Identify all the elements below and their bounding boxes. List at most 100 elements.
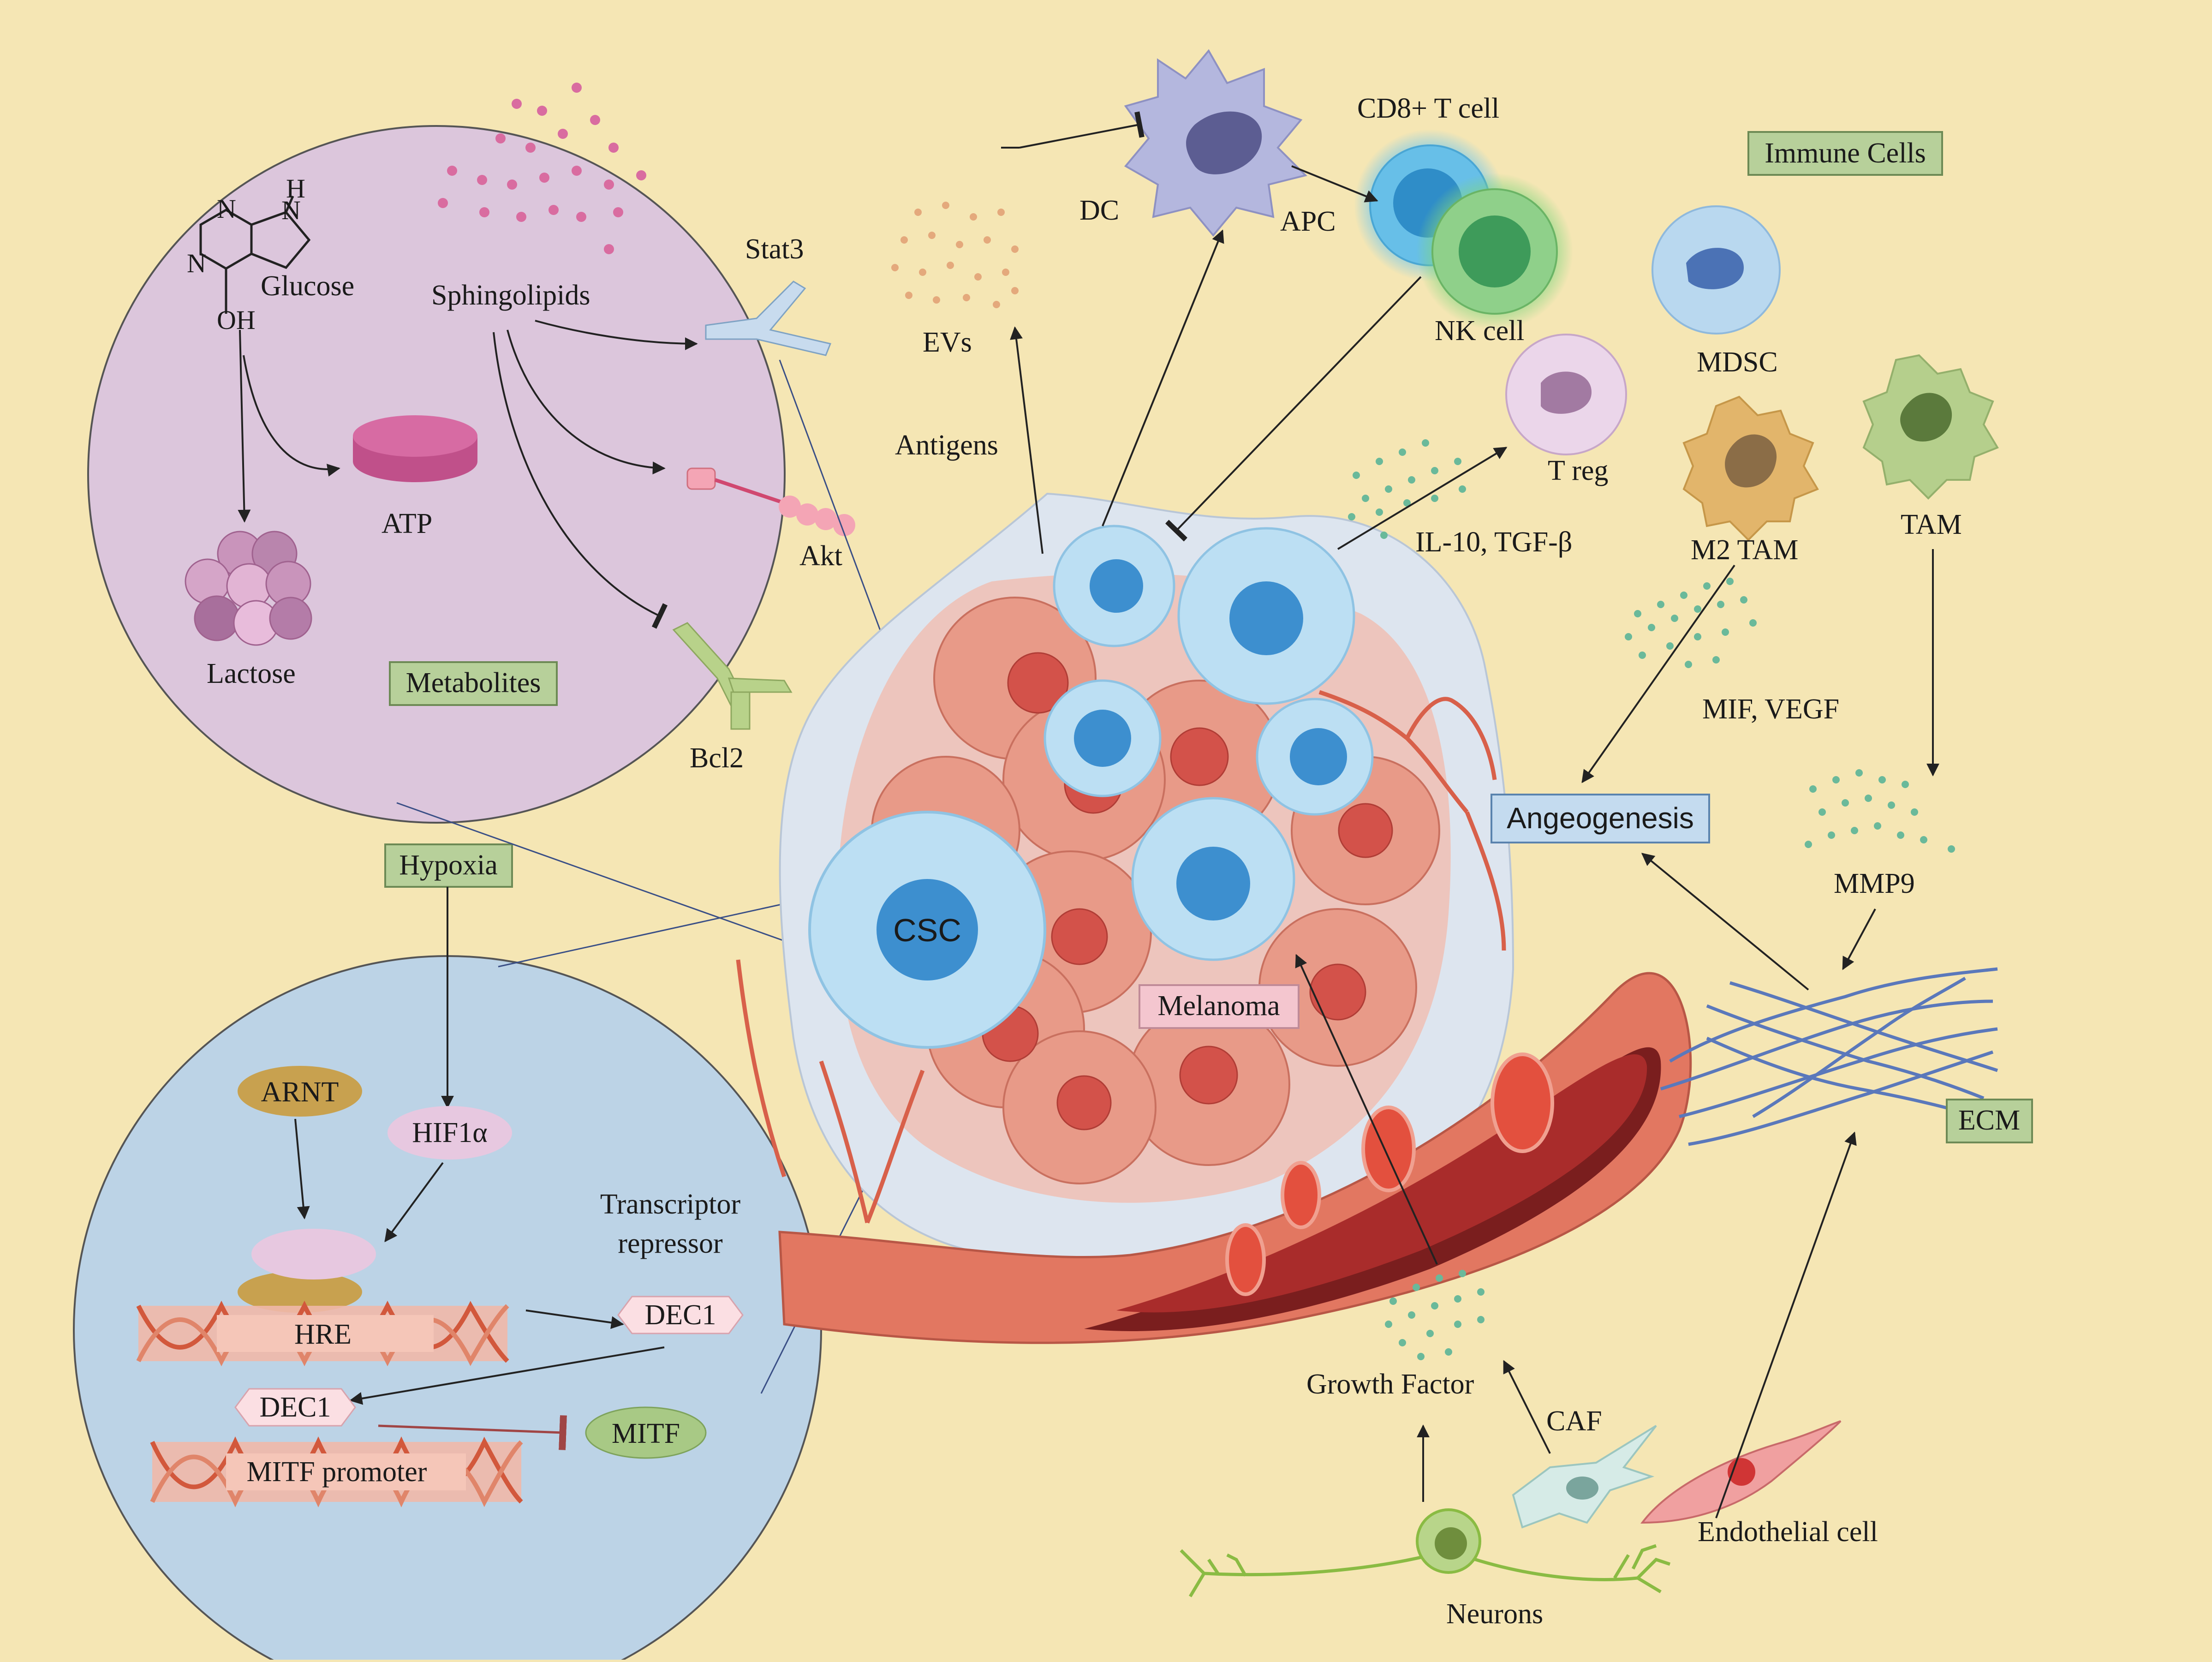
hypoxia-box-label: Hypoxia (399, 849, 498, 881)
hre-dna-icon (136, 1300, 509, 1367)
melanoma-box (1139, 984, 1300, 1029)
nk-nucleus (1459, 215, 1531, 287)
sphingolipid-particles-icon (438, 83, 646, 254)
atom-h-label: H (286, 173, 305, 203)
hif1a-bound-icon (251, 1229, 376, 1279)
mitf-promoter-dna-icon (150, 1436, 523, 1507)
metabolites-box-label: Metabolites (406, 667, 541, 699)
stroma: Growth Factor CAF Endothelial cell Neuro… (1180, 1270, 1878, 1630)
evs-particles-icon (891, 202, 1019, 308)
tam-label: TAM (1901, 509, 1962, 540)
atp-icon (353, 415, 477, 482)
mdsc-label: MDSC (1697, 347, 1778, 378)
metabolites-box (389, 661, 558, 706)
atom-n-label-3: N (187, 248, 206, 278)
melanoma-box-label: Melanoma (1157, 990, 1280, 1022)
atom-n-label-1: N (281, 195, 301, 225)
immune-cells-box (1747, 131, 1943, 176)
dec1-shape-b (234, 1388, 356, 1427)
nk-label: NK cell (1435, 315, 1525, 347)
tumor-mass: CSC Melanoma (779, 492, 1514, 1263)
sphingolipids-label: Sphingolipids (431, 280, 590, 311)
bcl2-icon (672, 622, 793, 730)
csc-nucleus (876, 879, 978, 980)
il10-particles-icon (1348, 439, 1466, 539)
stat3-receptor-icon (705, 281, 832, 356)
caf-label: CAF (1546, 1405, 1602, 1437)
angeogenesis-box-label: Angeogenesis (1507, 801, 1694, 835)
ecm-box-label: ECM (1958, 1105, 2020, 1136)
dc-label: DC (1079, 195, 1119, 226)
immune-cells: Immune Cells DC APC CD8+ T cell NK cell … (891, 49, 2033, 1146)
capillaries (736, 690, 1506, 1224)
dendritic-cell-icon (1124, 49, 1307, 237)
caf-cell-icon (1512, 1425, 1657, 1529)
mif-vegf-label: MIF, VEGF (1702, 693, 1839, 725)
mmp9-label: MMP9 (1834, 868, 1915, 899)
blood-vessel (778, 972, 1692, 1344)
endothelial-cell-label: Endothelial cell (1698, 1516, 1878, 1548)
hif1a-shape (388, 1106, 512, 1160)
main-arrows (1001, 111, 1939, 1519)
akt-label: Akt (799, 540, 842, 572)
repressor-label: repressor (618, 1228, 723, 1259)
hypoxia-box (384, 843, 513, 888)
endothelial-cell-icon (1640, 1420, 1842, 1524)
immune-cells-box-label: Immune Cells (1765, 138, 1926, 169)
arnt-bound-icon (238, 1271, 362, 1313)
dec1-shape-a (617, 1296, 744, 1334)
atom-oh-label: OH (217, 305, 256, 335)
evs-label: EVs (923, 327, 972, 358)
dec1-label-b: DEC1 (260, 1392, 331, 1423)
ecm-box (1946, 1099, 2033, 1143)
hre-label: HRE (294, 1319, 352, 1350)
dec1-to-dec1-arrow (349, 1346, 665, 1405)
arnt-label: ARNT (261, 1076, 339, 1108)
m2-tam-cell-icon (1682, 395, 1819, 541)
atp-label: ATP (382, 508, 432, 539)
metabolites-panel: H N N N OH Glucose Sphingolipids ATP (87, 83, 855, 824)
neurons-label: Neurons (1446, 1598, 1543, 1630)
mdsc-nucleus (1686, 248, 1744, 289)
arnt-shape (238, 1066, 362, 1117)
ecm-fibers-icon (1660, 967, 1998, 1146)
angeogenesis-box (1491, 794, 1710, 843)
metabolite-arrows (238, 320, 698, 629)
stat3-label: Stat3 (745, 233, 804, 265)
il10-label: IL-10, TGF-β (1415, 526, 1572, 558)
mmp9-particles-icon (1805, 769, 1955, 853)
apc-label: APC (1280, 206, 1336, 237)
antigens-label: Antigens (895, 430, 998, 461)
mif-particles-icon (1625, 578, 1757, 668)
blue-tumor-cells (1043, 525, 1374, 961)
hif-arnt-arrows (294, 1118, 444, 1243)
tam-cell-icon (1862, 354, 1999, 500)
hre-to-dec1-arrow (525, 1309, 624, 1329)
cd8-label: CD8+ T cell (1357, 93, 1499, 124)
growth-factor-particles-icon (1385, 1270, 1485, 1360)
bcl2-label: Bcl2 (690, 742, 744, 774)
lactose-icon (185, 531, 312, 646)
glucose-structure-icon (199, 196, 311, 314)
treg-label: T reg (1548, 455, 1608, 486)
glucose-label: Glucose (261, 270, 354, 302)
neuron-nucleus (1435, 1527, 1467, 1560)
hif1a-label: HIF1α (412, 1117, 487, 1148)
mitf-label: MITF (612, 1418, 680, 1449)
mitf-shape (585, 1406, 707, 1459)
neuron-icon (1180, 1544, 1671, 1597)
csc-label: CSC (893, 912, 961, 948)
dec1-label-a: DEC1 (645, 1299, 716, 1331)
lactose-label: Lactose (207, 658, 296, 689)
transcriptor-label: Transcriptor (600, 1189, 741, 1220)
mitf-promoter-label: MITF promoter (247, 1456, 427, 1488)
akt-icon (686, 467, 855, 536)
treg-nucleus (1541, 371, 1592, 414)
m2-tam-label: M2 TAM (1691, 534, 1798, 566)
dec1-inhibits-mitf (378, 1415, 567, 1450)
atom-n-label-2: N (217, 194, 236, 224)
hypoxia-panel: Hypoxia HIF1α ARNT Transcriptor represso… (73, 843, 822, 1662)
growth-factor-label: Growth Factor (1306, 1369, 1474, 1400)
